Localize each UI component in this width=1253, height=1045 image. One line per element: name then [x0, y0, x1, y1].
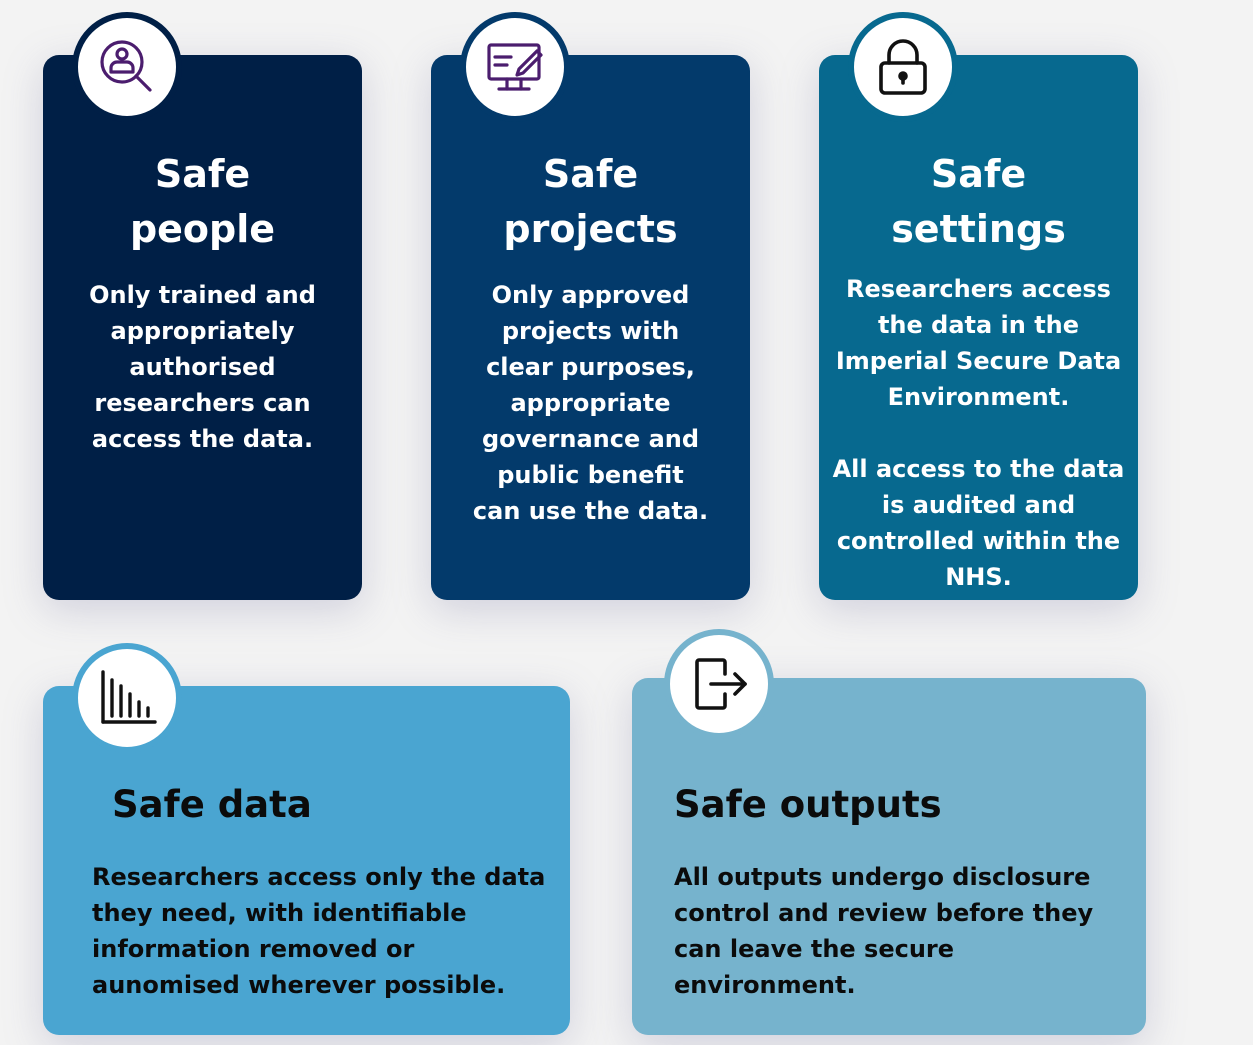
- card-title: Safe projects: [503, 152, 678, 251]
- card-body: Only approved projects with clear purpos…: [472, 281, 709, 525]
- padlock-icon: [848, 12, 958, 122]
- bar-chart-icon: [72, 643, 182, 753]
- card-body: All outputs undergo disclosure control a…: [674, 863, 1094, 999]
- card-safe-projects: Safe projects Only approved projects wit…: [431, 55, 750, 600]
- card-body: Researchers access only the data they ne…: [92, 863, 546, 999]
- card-title: Safe settings: [891, 152, 1066, 251]
- card-body: Only trained and appropriately authorise…: [89, 281, 316, 453]
- card-safe-settings: Safe settings Researchers access the dat…: [819, 55, 1138, 600]
- person-search-icon: [72, 12, 182, 122]
- monitor-edit-icon: [460, 12, 570, 122]
- card-title: Safe people: [129, 152, 276, 251]
- card-safe-people: Safe people Only trained and appropriate…: [43, 55, 362, 600]
- card-body: Researchers access the data in the Imper…: [832, 275, 1125, 591]
- exit-door-icon: [664, 629, 774, 739]
- card-title: Safe outputs: [674, 783, 942, 826]
- card-title: Safe data: [112, 783, 312, 826]
